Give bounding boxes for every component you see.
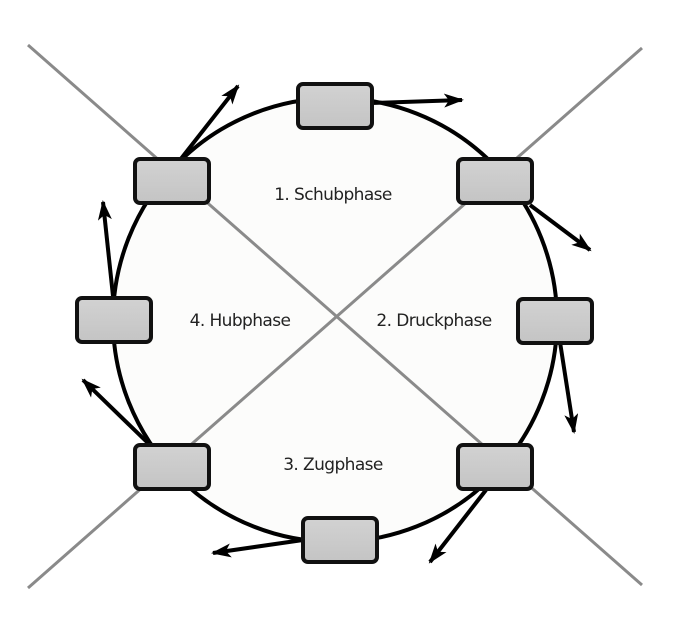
phase-label-1: 1. Schubphase (274, 185, 392, 205)
node-west (75, 296, 153, 344)
arrow-bottom (211, 538, 304, 558)
node-southeast (456, 443, 534, 491)
phase-label-4: 4. Hubphase (190, 311, 291, 331)
arrow-se (428, 488, 488, 564)
node-top (296, 82, 374, 130)
node-east (516, 297, 594, 345)
node-northeast (456, 157, 534, 205)
arrow-sw (81, 378, 152, 447)
arrow-ne (528, 203, 592, 252)
arrow-top-left (178, 84, 240, 162)
arrow-top-right (371, 93, 464, 108)
phase-label-3: 3. Zugphase (283, 455, 383, 475)
divider-line-nw-se (27, 43, 643, 587)
arrow-west (97, 200, 115, 297)
divider-line-ne-sw (27, 46, 643, 590)
node-bottom (301, 516, 379, 564)
node-southwest (133, 443, 211, 491)
phase-label-2: 2. Druckphase (376, 311, 491, 331)
arrow-east (558, 341, 579, 434)
node-northwest (133, 157, 211, 205)
